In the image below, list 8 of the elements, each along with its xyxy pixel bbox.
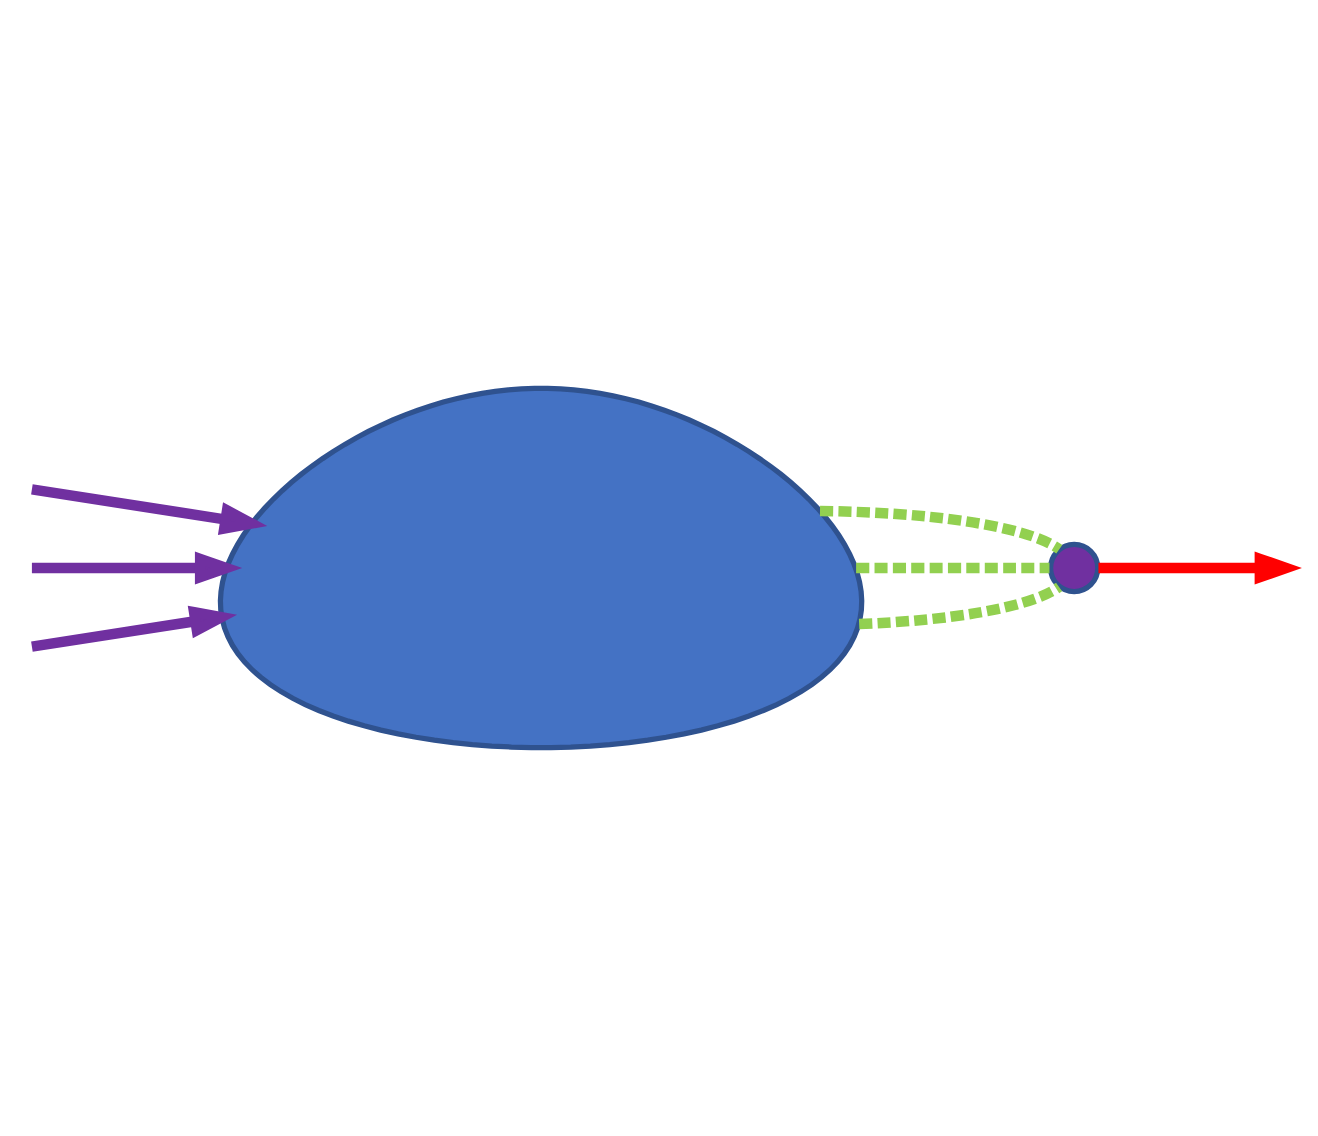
arrow bbox=[31, 484, 268, 536]
node-circle bbox=[1048, 541, 1101, 595]
arrow bbox=[1098, 551, 1302, 585]
connector bbox=[858, 582, 1062, 630]
arrow bbox=[31, 551, 243, 585]
connector bbox=[819, 505, 1062, 554]
connector bbox=[856, 562, 1050, 574]
arrow bbox=[31, 605, 238, 652]
